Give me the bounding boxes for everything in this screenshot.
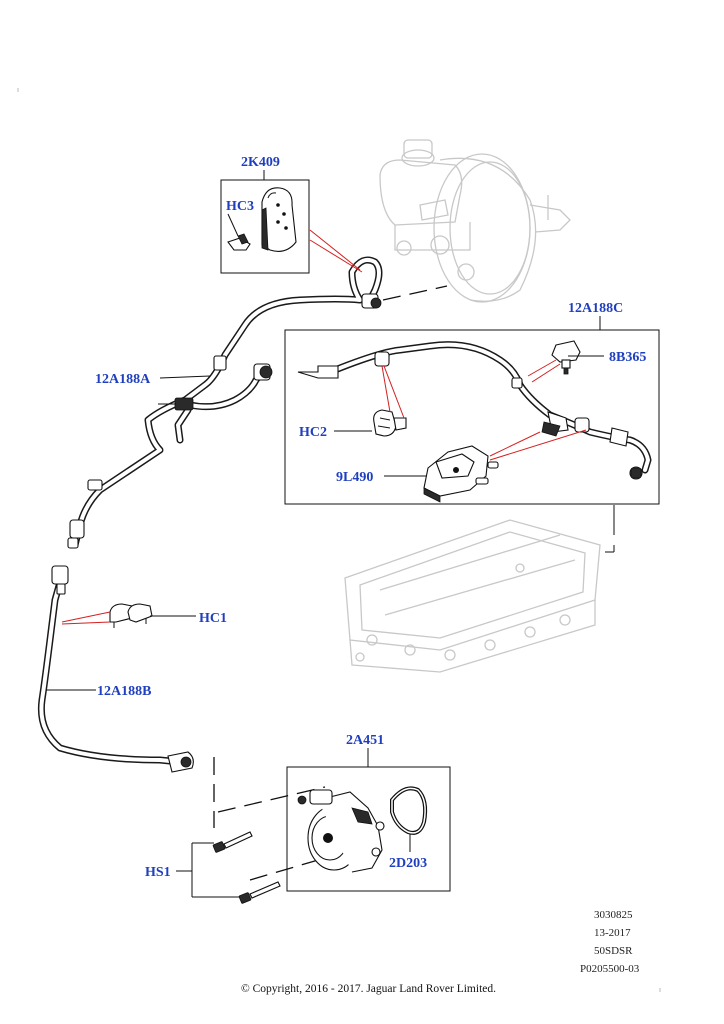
ref-number: 3030825 xyxy=(594,909,633,921)
callout-8B365[interactable]: 8B365 xyxy=(609,350,646,365)
callout-labels: 2K409 HC3 12A188C 8B365 12A188A HC2 9L49… xyxy=(95,155,646,880)
ref-date: 13-2017 xyxy=(594,927,631,939)
sensor-8B365 xyxy=(551,340,581,375)
brake-booster-background xyxy=(379,139,571,303)
oil-pan-background xyxy=(344,519,601,673)
inset-box-12A188C xyxy=(284,329,660,505)
callout-HC2[interactable]: HC2 xyxy=(299,425,327,440)
gasket-2D203 xyxy=(390,786,428,835)
callout-12A188B[interactable]: 12A188B xyxy=(97,684,151,699)
solenoid-valve-9L490 xyxy=(423,445,499,503)
corner-marks xyxy=(17,88,661,992)
callout-2D203[interactable]: 2D203 xyxy=(389,856,427,871)
vacuum-hose-assembly xyxy=(37,256,383,773)
hose-clip-HC3 xyxy=(227,233,251,251)
hose-12A188C xyxy=(297,341,652,480)
bolt-HS1-lower xyxy=(238,881,281,904)
callout-HS1[interactable]: HS1 xyxy=(145,865,171,880)
callout-2A451[interactable]: 2A451 xyxy=(346,733,384,748)
hose-clip-HC1 xyxy=(109,603,153,628)
reference-block: 3030825 13-2017 50SDSR P0205500-03 xyxy=(580,909,640,975)
leader-lines xyxy=(46,170,604,898)
bracket-2K409 xyxy=(261,187,297,252)
vacuum-pump-2A451 xyxy=(297,789,385,873)
callout-2K409[interactable]: 2K409 xyxy=(241,155,280,170)
callout-HC1[interactable]: HC1 xyxy=(199,611,227,626)
dashed-leaders xyxy=(213,285,615,881)
copyright-notice: © Copyright, 2016 - 2017. Jaguar Land Ro… xyxy=(241,983,496,995)
callout-9L490[interactable]: 9L490 xyxy=(336,470,373,485)
hose-clip-HC2 xyxy=(373,409,407,437)
callout-HC3[interactable]: HC3 xyxy=(226,199,254,214)
callout-12A188A[interactable]: 12A188A xyxy=(95,372,151,387)
bolt-HS1-upper xyxy=(212,831,253,853)
ref-illustration-id: P0205500-03 xyxy=(580,963,640,975)
ref-code: 50SDSR xyxy=(594,945,633,957)
red-leader-lines xyxy=(61,229,587,625)
inset-box-2K409 xyxy=(220,179,310,274)
callout-12A188C[interactable]: 12A188C xyxy=(568,301,623,316)
